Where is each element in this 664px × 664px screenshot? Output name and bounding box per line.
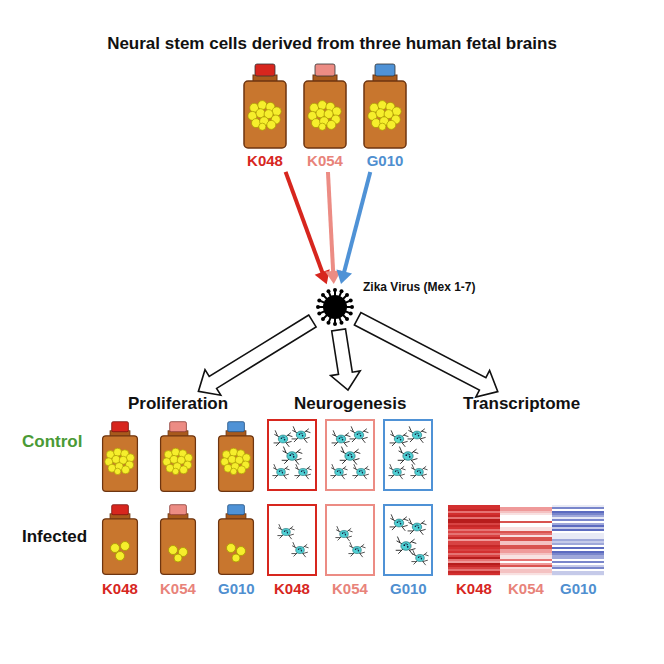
sample-label: K048 <box>102 580 138 597</box>
heading-text: Transcriptome <box>461 393 582 415</box>
branch-heading: Proliferation <box>126 393 230 415</box>
virus-icon <box>315 287 355 327</box>
heading-text: Proliferation <box>126 393 230 415</box>
flask-icon <box>241 62 289 150</box>
sample-label: G010 <box>390 580 427 597</box>
sample-label: K054 <box>160 580 196 597</box>
colored-arrow <box>286 172 330 284</box>
flask-node: K054 <box>301 62 349 169</box>
virus-node: Zika Virus (Mex 1-7) <box>315 287 355 327</box>
branch-heading: Neurogenesis <box>292 393 408 415</box>
branch-heading: Transcriptome <box>461 393 582 415</box>
hollow-arrow <box>354 313 497 398</box>
sample-label: G010 <box>351 152 419 169</box>
heading-text: Neurogenesis <box>292 393 408 415</box>
flask-node: K048 <box>241 62 289 169</box>
flask-icon <box>301 62 349 150</box>
sample-label: K054 <box>291 152 359 169</box>
sample-label: G010 <box>560 580 597 597</box>
sample-label: K054 <box>508 580 544 597</box>
title: Neural stem cells derived from three hum… <box>0 34 664 54</box>
sample-label: K048 <box>231 152 299 169</box>
sample-label: K048 <box>456 580 492 597</box>
colored-arrow <box>337 172 371 284</box>
colored-arrow <box>325 172 341 284</box>
sample-label: K054 <box>332 580 368 597</box>
sample-label: K048 <box>274 580 310 597</box>
hollow-arrow <box>198 315 316 395</box>
virus-label: Zika Virus (Mex 1-7) <box>363 280 476 294</box>
flask-node: G010 <box>361 62 409 169</box>
sample-label: G010 <box>218 580 255 597</box>
row-label: Control <box>22 432 82 452</box>
row-label: Infected <box>22 527 87 547</box>
hollow-arrow <box>331 329 361 390</box>
flask-icon <box>361 62 409 150</box>
